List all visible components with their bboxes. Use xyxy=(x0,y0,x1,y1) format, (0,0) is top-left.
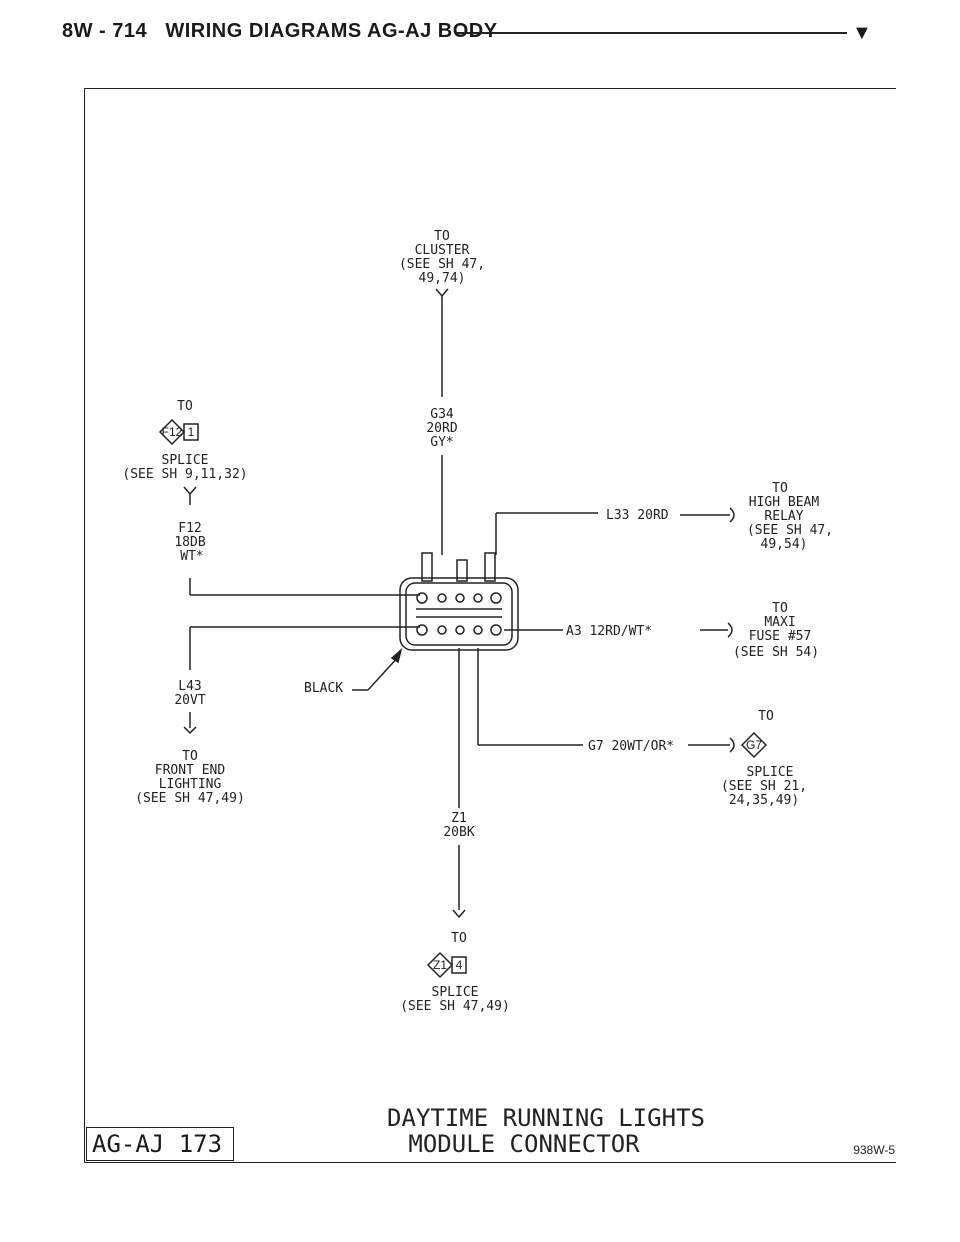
connector-latch-mid xyxy=(456,559,468,582)
black-leader-diag xyxy=(367,654,401,691)
right2-dest-line2: FUSE #57 xyxy=(749,629,812,644)
top-to-label: TO xyxy=(434,229,450,244)
connector-pin xyxy=(416,592,428,604)
right3-dest-line3: 24,35,49) xyxy=(729,793,799,808)
left-top-wire-code3: WT* xyxy=(180,549,203,564)
splice-g7-id: G7 xyxy=(746,738,762,752)
top-connector-arrow xyxy=(435,288,449,298)
left-top-dest-line2: (SEE SH 9,11,32) xyxy=(122,467,247,482)
splice-g7-diamond xyxy=(740,731,768,759)
model-code-box xyxy=(86,1127,234,1161)
splice-z1-id: Z1 xyxy=(433,958,447,972)
connector-outer-shell xyxy=(399,577,519,651)
splice-f12-num: 1 xyxy=(188,425,195,439)
right1-wire-code: L33 20RD xyxy=(606,508,669,523)
frame-left-border xyxy=(84,88,85,1163)
left-top-wire-code2: 18DB xyxy=(174,535,205,550)
model-code: AG-AJ 173 xyxy=(92,1130,223,1158)
left-top-to-label: TO xyxy=(177,399,193,414)
top-dest-line3: 49,74) xyxy=(419,271,466,286)
bottom-wire-code1: Z1 xyxy=(451,811,467,826)
splice-z1-box xyxy=(451,956,467,974)
connector-pin xyxy=(437,593,447,603)
diagram-caption-line1: DAYTIME RUNNING LIGHTS xyxy=(387,1104,705,1132)
splice-f12-box xyxy=(183,423,199,441)
bottom-wire-code2: 20BK xyxy=(443,825,474,840)
triangle-marker-icon: ▼ xyxy=(852,22,872,44)
top-dest-line2: (SEE SH 47, xyxy=(399,257,485,272)
bottom-to-label: TO xyxy=(451,931,467,946)
right1-dest-line4: 49,54) xyxy=(761,537,808,552)
connector-inner-shell xyxy=(405,582,513,646)
connector-pin xyxy=(455,625,465,635)
page-title: WIRING DIAGRAMS AG-AJ BODY xyxy=(165,20,498,42)
right3-terminal xyxy=(729,737,735,753)
left-bottom-dest-line2: LIGHTING xyxy=(159,777,222,792)
bottom-dest-line1: SPLICE xyxy=(432,985,479,1000)
left-bottom-dest-line3: (SEE SH 47,49) xyxy=(135,791,245,806)
black-leader-arrowhead xyxy=(390,647,403,664)
right2-to-label: TO xyxy=(772,601,788,616)
figure-code: 938W-5 xyxy=(853,1143,895,1157)
splice-f12-id: F12 xyxy=(162,425,183,439)
right1-dest-line2: RELAY xyxy=(764,509,803,524)
right3-to-label: TO xyxy=(758,709,774,724)
diagram-caption-line2: MODULE CONNECTOR xyxy=(408,1130,640,1158)
section-number: 8W - 714 xyxy=(62,20,148,42)
left-bottom-to-label: TO xyxy=(182,749,198,764)
top-wire-code2: 20RD xyxy=(426,421,457,436)
left-top-connector-arrow xyxy=(183,486,197,496)
connector-latch-left xyxy=(421,552,433,582)
right3-dest-line2: (SEE SH 21, xyxy=(721,779,807,794)
connector-pin xyxy=(416,624,428,636)
left-bottom-wire-code2: 20VT xyxy=(174,693,205,708)
page-header: 8W - 714 WIRING DIAGRAMS AG-AJ BODY xyxy=(62,20,498,43)
right1-dest-line3: (SEE SH 47, xyxy=(747,523,833,538)
bottom-dest-line2: (SEE SH 47,49) xyxy=(400,999,510,1014)
right2-wire-code: A3 12RD/WT* xyxy=(566,624,652,639)
connector-pin xyxy=(473,593,483,603)
connector-latch-right xyxy=(484,552,496,582)
frame-top-border xyxy=(84,88,896,89)
connector-pin xyxy=(437,625,447,635)
left-top-dest-line1: SPLICE xyxy=(162,453,209,468)
left-bottom-dest-line1: FRONT END xyxy=(155,763,226,778)
right2-dest-line1: MAXI xyxy=(764,615,795,630)
connector-color-label: BLACK xyxy=(304,681,343,696)
bottom-connector-arrow xyxy=(452,909,466,919)
connector-pin xyxy=(455,593,465,603)
right2-terminal xyxy=(727,622,733,638)
top-wire-code3: GY* xyxy=(430,435,453,450)
header-rule xyxy=(455,32,847,34)
connector-pin xyxy=(490,592,502,604)
splice-z1-num: 4 xyxy=(456,958,463,972)
right3-wire-code: G7 20WT/OR* xyxy=(588,739,674,754)
right3-dest-line1: SPLICE xyxy=(747,765,794,780)
top-dest-line1: CLUSTER xyxy=(415,243,470,258)
top-wire-code1: G34 xyxy=(430,407,454,422)
left-bottom-wire-code1: L43 xyxy=(178,679,201,694)
connector-pin xyxy=(490,624,502,636)
frame-bottom-border xyxy=(84,1162,896,1163)
left-bottom-connector-arrow xyxy=(183,726,197,735)
right1-to-label: TO xyxy=(772,481,788,496)
right2-dest-line3: (SEE SH 54) xyxy=(733,645,819,660)
left-top-wire-code1: F12 xyxy=(178,521,201,536)
right1-dest-line1: HIGH BEAM xyxy=(749,495,820,510)
right1-terminal xyxy=(729,507,735,523)
connector-pin xyxy=(473,625,483,635)
